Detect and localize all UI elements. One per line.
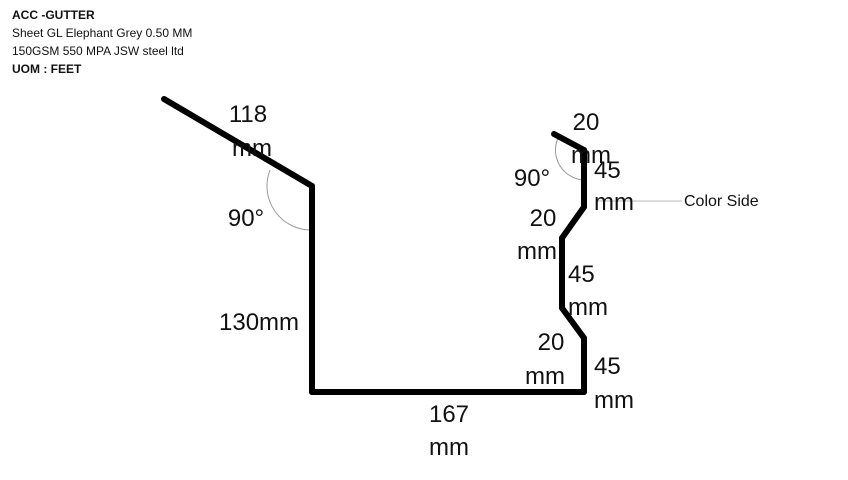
drawing-header: ACC -GUTTER Sheet GL Elephant Grey 0.50 … [12, 6, 192, 78]
material-spec-line-2: 150GSM 550 MPA JSW steel ltd [12, 44, 184, 58]
drawing-title: ACC -GUTTER [12, 8, 95, 22]
segment-20-lower [559, 305, 587, 341]
dim-45-lower-unit: mm [594, 387, 634, 414]
profile-path [161, 96, 587, 395]
dim-45-mid-unit: mm [568, 294, 608, 321]
dim-20-lower-value: 20 [538, 329, 565, 356]
angle-left-label: 90° [228, 205, 264, 232]
angle-right-label: 90° [514, 165, 550, 192]
dim-130: 130mm [219, 309, 299, 336]
dim-118-value: 118 [229, 101, 267, 128]
right-angle-arc [554, 137, 585, 181]
dim-167-unit: mm [429, 434, 469, 461]
dim-167-value: 167 [429, 401, 469, 428]
dim-118-unit: mm [232, 135, 272, 162]
dim-45-mid-value: 45 [568, 261, 595, 288]
dim-20-top-unit: mm [571, 142, 611, 169]
dim-20-upper-value: 20 [530, 205, 557, 232]
segment-20-top [551, 131, 587, 153]
dim-20-upper-unit: mm [517, 238, 557, 265]
segment-118 [161, 96, 315, 189]
dim-45-lower-value: 45 [594, 353, 621, 380]
unit-of-measure: UOM : FEET [12, 62, 82, 76]
left-angle-arc [266, 169, 313, 231]
dim-45-upper-value: 45 [594, 157, 621, 184]
dim-45-upper-unit: mm [594, 189, 634, 216]
segment-20-upper [559, 204, 587, 241]
color-side-label: Color Side [684, 193, 759, 210]
dim-20-lower-unit: mm [525, 363, 565, 390]
dim-20-top-value: 20 [573, 109, 600, 136]
material-spec-line-1: Sheet GL Elephant Grey 0.50 MM [12, 26, 193, 40]
